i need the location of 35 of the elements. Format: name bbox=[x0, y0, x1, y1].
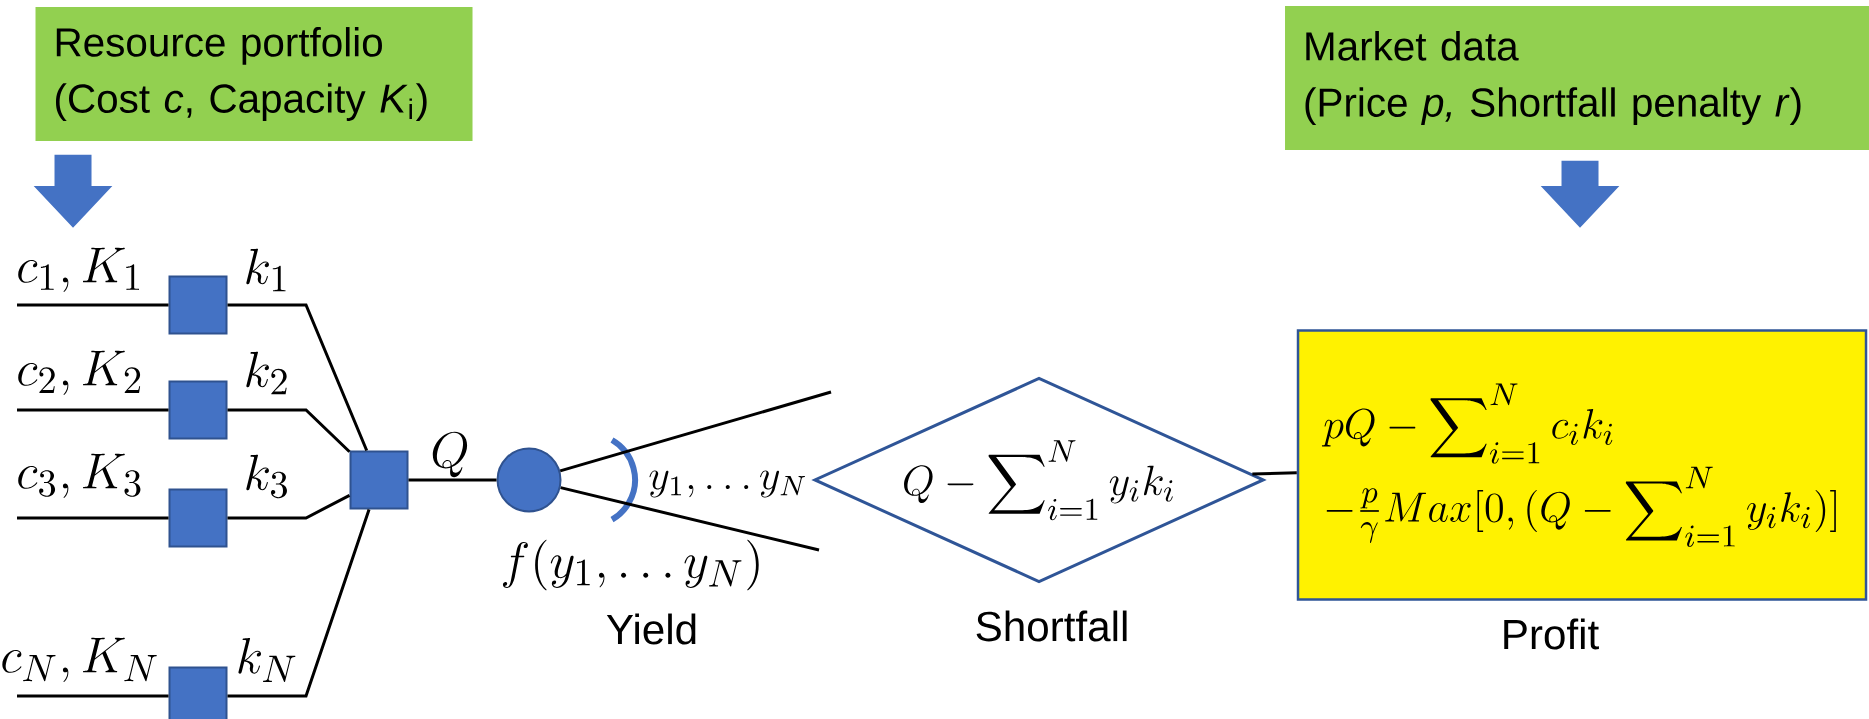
connector-line bbox=[17, 303, 169, 307]
input-box: Resource portfolio (Cost c, Capacity K$_{i}$) bbox=[35, 7, 473, 141]
connector-line bbox=[17, 694, 169, 698]
edge-label: $Q$ bbox=[432, 431, 468, 478]
input-box: Market data (Price p, Shortfall penalty r) bbox=[1285, 6, 1869, 150]
connector-line bbox=[227, 408, 351, 453]
edge-label: $c_2, K_2$ bbox=[18, 350, 141, 396]
formula-box: $pQ-\sum\nolimits_{i=1}^{N} c_i k_i$ $-\tfrac{p}{\gamma} Max[0,(Q-\sum\nolimits_{i=1}^{N} y_i k_i)]$ bbox=[1296, 329, 1868, 601]
square-symbol bbox=[168, 488, 228, 548]
node-label: Shortfall bbox=[976, 610, 1127, 642]
edge-label: $k_2$ bbox=[246, 351, 287, 395]
node-label: Yield bbox=[606, 613, 696, 645]
edge-label: $c_1, K_1$ bbox=[18, 247, 139, 293]
square-symbol bbox=[168, 380, 228, 440]
connector-line bbox=[227, 494, 351, 520]
connector-line bbox=[408, 478, 497, 482]
connector-line bbox=[17, 408, 169, 412]
edge-label: $k_3$ bbox=[246, 454, 287, 499]
square-symbol bbox=[349, 450, 409, 510]
circle-symbol bbox=[496, 447, 562, 513]
edge-label: $c_3, K_3$ bbox=[18, 453, 141, 499]
edge-label: $k_1$ bbox=[246, 248, 286, 292]
square-symbol bbox=[168, 666, 228, 719]
connector-line bbox=[17, 516, 169, 520]
function-label: $f(y_1,\ldots y_N)$ bbox=[502, 539, 759, 591]
node-label: Profit bbox=[1504, 618, 1599, 650]
connector-line bbox=[227, 509, 371, 698]
connector-line bbox=[227, 303, 369, 452]
connector-line bbox=[559, 390, 832, 473]
edge-label: $k_N$ bbox=[238, 638, 296, 682]
connector-line bbox=[1252, 471, 1297, 476]
edge-label: $c_N, K_N$ bbox=[2, 637, 157, 683]
connector-line bbox=[560, 486, 820, 552]
output-label: $y_1, \ldots y_N$ bbox=[649, 470, 805, 498]
square-symbol bbox=[168, 275, 228, 335]
